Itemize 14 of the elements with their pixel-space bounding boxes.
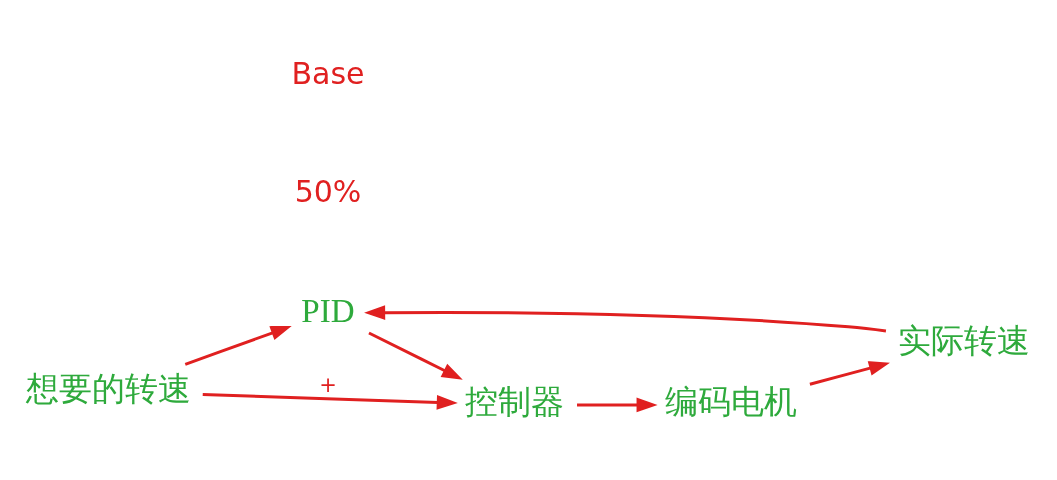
arrow bbox=[202, 392, 458, 410]
arrow bbox=[368, 331, 463, 380]
node-text: 编码电机 bbox=[665, 381, 798, 421]
arrow bbox=[809, 360, 890, 386]
node-text: 想要的转速 bbox=[26, 368, 192, 408]
arrow bbox=[577, 397, 658, 412]
node-text: 控制器 bbox=[465, 381, 565, 421]
node-text: 实际转速 bbox=[898, 320, 1031, 360]
node-text: PID bbox=[301, 292, 355, 329]
label: Base bbox=[291, 55, 365, 91]
label: 50% bbox=[294, 173, 362, 209]
arrow bbox=[184, 325, 292, 366]
arrow bbox=[364, 304, 887, 332]
edge-label: + bbox=[319, 371, 337, 397]
